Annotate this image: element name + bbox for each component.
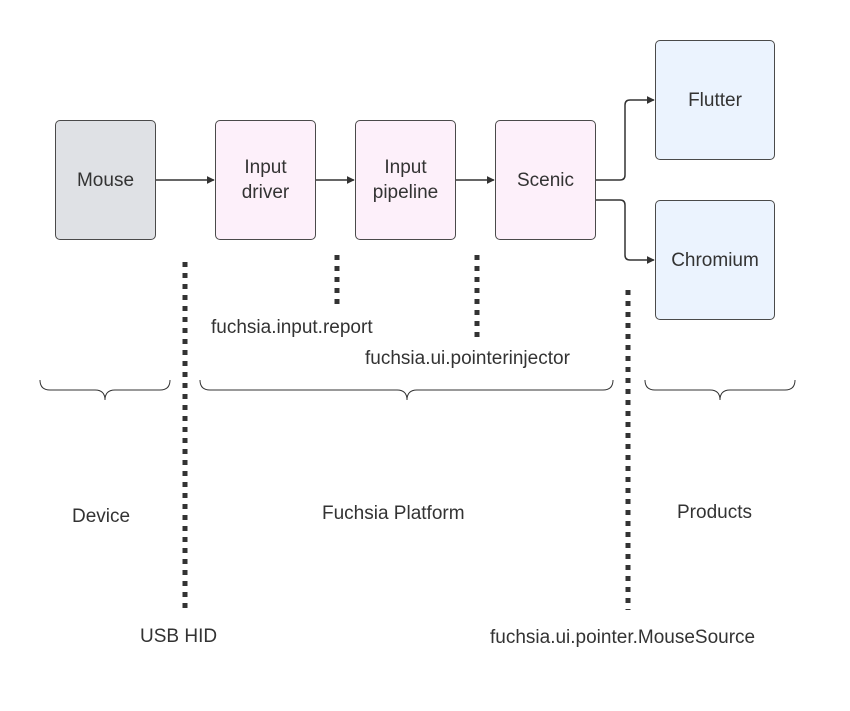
mouse-node: Mouse	[55, 120, 156, 240]
input-report-label: fuchsia.input.report	[211, 317, 373, 338]
scenic-node: Scenic	[495, 120, 596, 240]
arrow-scenic-to-flutter	[596, 96, 655, 181]
arrow-scenic-to-chromium	[596, 199, 655, 264]
products-region-brace	[644, 379, 796, 401]
products-region-label: Products	[677, 502, 752, 523]
usb-hid-label: USB HID	[140, 626, 218, 647]
input-pipeline-node: Input pipeline	[355, 120, 456, 240]
platform-region-brace	[199, 379, 614, 401]
pointerinjector-label: fuchsia.ui.pointerinjector	[365, 348, 570, 369]
device-region-brace	[39, 379, 171, 401]
chromium-node: Chromium	[655, 200, 775, 320]
flutter-node: Flutter	[655, 40, 775, 160]
mouse-source-label: fuchsia.ui.pointer.MouseSource	[490, 627, 756, 648]
device-region-label: Device	[72, 506, 131, 527]
input-driver-node: Input driver	[215, 120, 316, 240]
platform-region-label: Fuchsia Platform	[322, 503, 465, 524]
